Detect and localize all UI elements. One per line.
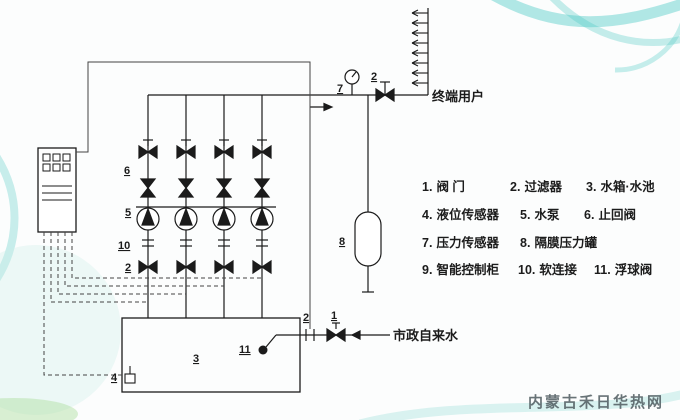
signal-line-loop <box>76 61 311 329</box>
outlet-valve-icon <box>375 87 387 103</box>
marker-float-valve: 11 <box>239 344 251 356</box>
legend-item: 9.智能控制柜 <box>422 263 518 278</box>
marker-level-sensor: 4 <box>111 372 118 384</box>
marker-outlet-filter: 2 <box>371 71 377 83</box>
legend-item-num: 11. <box>594 263 611 278</box>
legend-item: 1.阀 门 <box>422 180 510 195</box>
decor-blob-green <box>0 398 78 420</box>
terminal-users-label: 终端用户 <box>432 89 484 104</box>
legend-item-num: 9. <box>422 263 433 278</box>
legend-item: 3.水箱·水池 <box>586 180 655 195</box>
control-wiring <box>43 61 311 376</box>
wire-level-sensor <box>43 232 124 376</box>
legend-item-label: 阀 门 <box>436 180 465 194</box>
float-valve-link <box>265 334 277 348</box>
legend-item: 5.水泵 <box>520 207 584 223</box>
marker-check-valve: 6 <box>124 165 130 177</box>
pressure-tank <box>354 95 382 293</box>
inlet-fittings <box>305 322 361 343</box>
legend-item-label: 压力传感器 <box>436 235 499 250</box>
marker-pressure-tank: 8 <box>339 236 345 248</box>
legend-item-num: 5. <box>520 207 531 222</box>
legend-item: 8.隔膜压力罐 <box>520 235 597 251</box>
legend-item-num: 2. <box>510 180 521 194</box>
legend-item-label: 液位传感器 <box>436 207 499 222</box>
legend-item: 4.液位传感器 <box>422 207 520 223</box>
legend-item-label: 过滤器 <box>524 180 562 194</box>
marker-pressure-sensor: 7 <box>337 83 343 95</box>
inlet-flow-arrow <box>350 330 361 340</box>
legend-item: 11.浮球阀 <box>594 263 653 278</box>
wire-pump-2 <box>57 232 186 295</box>
gauge-needle <box>351 71 357 78</box>
legend-item: 2.过滤器 <box>510 180 586 195</box>
legend-item-label: 隔膜压力罐 <box>534 235 597 250</box>
decor-arc-top-right <box>491 0 680 28</box>
pressure-tank-icon <box>354 211 382 267</box>
watermark: 内蒙古禾日华热网 <box>527 394 664 411</box>
legend-item: 10.软连接 <box>518 263 594 278</box>
wire-pump-1 <box>50 232 148 303</box>
piping <box>136 8 429 348</box>
decor-arc-top-right-2 <box>549 0 680 46</box>
marker-inlet-filter: 2 <box>303 312 309 324</box>
riser-branch-ticks <box>411 9 429 87</box>
legend-row: 9.智能控制柜 10.软连接 11.浮球阀 <box>422 263 674 278</box>
legend-item-label: 软连接 <box>539 263 577 278</box>
legend-item-label: 水箱·水池 <box>600 180 655 194</box>
legend-row: 7.压力传感器 8.隔膜压力罐 <box>422 235 674 251</box>
legend-item-label: 水泵 <box>534 207 560 222</box>
diagram-texts: 终端用户 市政自来水 6 5 10 2 7 2 8 3 11 4 2 1 <box>111 71 484 384</box>
legend-item-num: 4. <box>422 207 433 222</box>
legend-item-label: 浮球阀 <box>614 263 653 278</box>
legend-item-num: 6. <box>584 207 595 222</box>
decor-circle-left <box>0 245 121 415</box>
legend-row: 4.液位传感器 5.水泵 6.止回阀 <box>422 207 674 223</box>
outlet-instruments <box>310 69 395 112</box>
level-sensor-icon <box>124 373 136 384</box>
legend-item-label: 止回阀 <box>598 207 636 222</box>
float-valve-icon <box>258 345 268 355</box>
decor-arc-small <box>614 22 680 73</box>
marker-inlet-valve: 1 <box>331 310 337 322</box>
legend-item-label: 智能控制柜 <box>436 263 499 278</box>
marker-soft-joint: 10 <box>118 240 130 252</box>
legend: 1.阀 门 2.过滤器 3.水箱·水池 4.液位传感器 5.水泵 6.止回阀 7… <box>422 180 674 278</box>
legend-item-num: 7. <box>422 235 433 250</box>
marker-tank: 3 <box>193 353 199 365</box>
legend-item-num: 10. <box>518 263 536 278</box>
wire-pump-4 <box>71 232 262 279</box>
water-tank-icon <box>121 317 301 393</box>
inlet-valve-icon <box>326 327 338 343</box>
decor-arc-left <box>0 154 19 282</box>
wire-pump-3 <box>64 232 224 287</box>
legend-item: 6.止回阀 <box>584 207 636 223</box>
marker-column-filter: 2 <box>125 262 131 274</box>
control-cabinet <box>37 147 77 233</box>
legend-row: 1.阀 门 2.过滤器 3.水箱·水池 <box>422 180 674 195</box>
municipal-water-label: 市政自来水 <box>393 328 459 343</box>
decor-arc-bottom <box>358 390 680 420</box>
legend-item: 7.压力传感器 <box>422 235 520 251</box>
marker-pump: 5 <box>125 207 131 219</box>
legend-item-num: 1. <box>422 180 433 194</box>
legend-item-num: 8. <box>520 235 531 250</box>
control-cabinet-icon <box>37 147 77 233</box>
water-tank <box>121 317 301 393</box>
legend-item-num: 3. <box>586 180 597 194</box>
